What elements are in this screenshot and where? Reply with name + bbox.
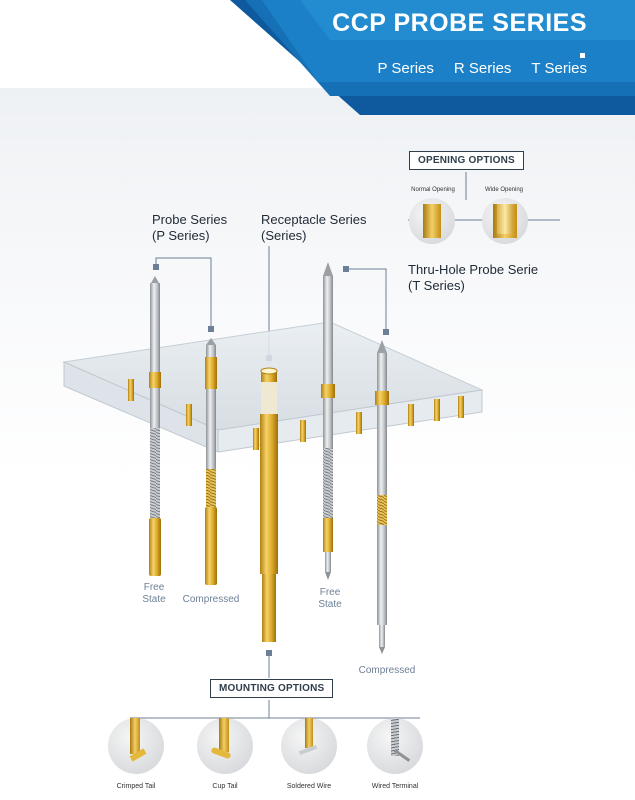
cup-tail-image[interactable] — [197, 718, 253, 774]
wired-terminal-icon — [391, 718, 399, 756]
soldered-wire-image[interactable] — [281, 718, 337, 774]
tab-t-series[interactable]: T Series — [531, 60, 587, 77]
probe-t-free — [321, 262, 335, 580]
header-banner: CCP PROBE SERIES P Series R Series T Ser… — [0, 0, 635, 115]
leader-lines — [130, 172, 560, 719]
p-series-label: Probe Series (P Series) — [152, 212, 227, 244]
wide-opening-label: Wide Opening — [484, 187, 524, 193]
soldered-wire-icon — [305, 718, 313, 748]
p-series-title: Probe Series — [152, 212, 228, 227]
normal-opening-image[interactable] — [409, 198, 455, 244]
compressed-label-p: Compressed — [182, 594, 240, 605]
receptacle-subtitle: (Series) — [261, 228, 307, 243]
wide-opening-icon — [493, 204, 517, 238]
soldered-wire-label: Soldered Wire — [286, 783, 332, 790]
probe-p-compressed — [205, 338, 217, 585]
crimped-tail-image[interactable] — [108, 718, 164, 774]
title-accent-mark — [580, 53, 585, 58]
probe-p-free — [149, 276, 161, 576]
normal-opening-icon — [423, 204, 441, 238]
receptacle — [260, 367, 278, 642]
header-shape — [230, 0, 635, 115]
wired-terminal-label: Wired Terminal — [371, 783, 419, 790]
compressed-label-t: Compressed — [358, 665, 416, 676]
opening-options-heading: OPENING OPTIONS — [409, 151, 524, 170]
tab-p-series[interactable]: P Series — [377, 60, 434, 77]
t-series-subtitle: (T Series) — [408, 278, 465, 293]
tab-r-series[interactable]: R Series — [453, 60, 512, 77]
receptacle-series-label: Receptacle Series (Series) — [261, 212, 367, 244]
crimped-tail-label: Crimped Tail — [116, 783, 156, 790]
normal-opening-label: Normal Opening — [411, 187, 455, 193]
wired-terminal-image[interactable] — [367, 718, 423, 774]
cup-tail-icon — [219, 718, 229, 752]
wide-opening-bore — [497, 204, 513, 234]
soldered-wire-lead — [298, 745, 318, 755]
t-series-title: Thru-Hole Probe Serie — [408, 262, 539, 277]
cup-tail-label: Cup Tail — [212, 783, 238, 790]
p-series-subtitle: (P Series) — [152, 228, 210, 243]
mounting-options-heading: MOUNTING OPTIONS — [210, 679, 334, 698]
receptacle-title: Receptacle Series — [261, 212, 367, 227]
probe-t-compressed — [375, 340, 389, 654]
free-state-label-t: Free State — [318, 587, 342, 610]
wide-opening-image[interactable] — [482, 198, 528, 244]
free-state-label-p: Free State — [142, 582, 166, 605]
page-title: CCP PROBE SERIES — [332, 9, 587, 37]
crimped-tail-icon — [130, 718, 140, 754]
series-tabs: P Series R Series T Series — [377, 60, 587, 77]
t-series-label: Thru-Hole Probe Serie (T Series) — [408, 262, 538, 294]
